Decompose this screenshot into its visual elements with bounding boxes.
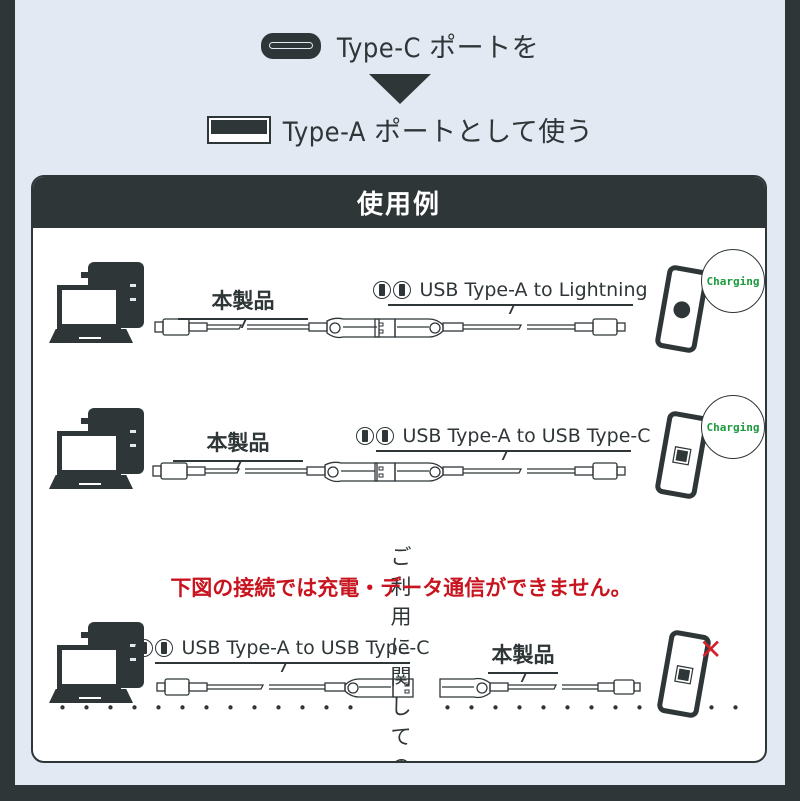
- cable-label-group: USB Type-A to USB Type-C: [135, 637, 430, 664]
- plug-icons: [356, 427, 396, 445]
- usb-a-to-lightning-cable: [373, 315, 633, 341]
- product-label-group: 本製品: [488, 639, 558, 674]
- charging-bubble: Charging: [701, 249, 765, 313]
- usb-a-plug-icon: [356, 427, 375, 445]
- cable-label-group: USB Type-A to Lightning: [373, 279, 648, 306]
- power-sources: [49, 257, 161, 357]
- hero-text-typec: Type-C ポートを: [336, 33, 540, 64]
- laptop-icon: [49, 431, 133, 489]
- callout-pointer: [488, 672, 558, 674]
- card-title: 使用例: [33, 177, 765, 228]
- product-label: 本製品: [206, 431, 270, 455]
- usb-a-to-usb-c-cable: [373, 459, 633, 485]
- charging-bubble: Charging: [701, 395, 765, 459]
- laptop-icon: [49, 285, 133, 343]
- x-mark-icon: ✕: [699, 633, 723, 666]
- notice-title: ご利用に関しての注意点: [390, 545, 412, 761]
- usb-type-c-port-icon: [260, 32, 321, 59]
- android-logo-icon: ▣: [669, 440, 695, 470]
- callout-pointer: [178, 318, 308, 320]
- down-triangle-icon: [369, 74, 431, 104]
- product-cable-typec-to-a-female: [151, 459, 381, 485]
- cable-label: USB Type-A to Lightning: [373, 279, 648, 301]
- power-sources: [49, 403, 161, 503]
- usb-c-to-usb-a-cable: [155, 675, 415, 701]
- product-cable-typec-to-a-female: [153, 315, 383, 341]
- product-label-group: 本製品: [173, 427, 303, 462]
- laptop-icon: [49, 645, 133, 703]
- usb-a-plug-icon: [135, 639, 154, 657]
- apple-logo-icon: ●: [670, 295, 694, 323]
- usb-type-a-port-icon: [206, 115, 271, 144]
- cable-label: USB Type-A to USB Type-C: [356, 425, 651, 447]
- android-logo-icon: ▣: [671, 659, 697, 689]
- bad-example-row: USB Type-A to USB Type-C 本製品: [33, 617, 765, 727]
- usb-c-plug-icon: [155, 639, 174, 657]
- hero-line-typea: Type-A ポートとして使う: [0, 110, 800, 149]
- usage-example-card: 使用例 本製品: [31, 175, 767, 763]
- usb-c-plug-icon: [376, 427, 395, 445]
- cable-label-group: USB Type-A to USB Type-C: [356, 425, 651, 452]
- plug-icons: [135, 639, 175, 657]
- callout-pointer: [376, 450, 631, 452]
- usb-a-plug-icon: [373, 281, 392, 299]
- plug-icons: [373, 281, 413, 299]
- power-sources: [49, 617, 161, 717]
- callout-pointer: [173, 460, 303, 462]
- example-row-typec: 本製品 USB Type-A to USB Type-C: [33, 395, 765, 513]
- lightning-plug-icon: [393, 281, 412, 299]
- notice-warning: 下図の接続では充電・データ通信ができません。: [170, 576, 632, 600]
- cable-label: USB Type-A to USB Type-C: [135, 637, 430, 659]
- hero-line-typec: Type-C ポートを: [0, 26, 800, 65]
- callout-pointer: [155, 662, 410, 664]
- callout-pointer: [388, 304, 633, 306]
- product-label: 本製品: [491, 643, 555, 667]
- product-cable-a-female-to-typec: [438, 675, 648, 701]
- example-row-lightning: 本製品 USB Type-A to Lightning: [33, 249, 765, 367]
- product-label: 本製品: [211, 289, 275, 313]
- product-label-group: 本製品: [178, 285, 308, 320]
- hero-text-typea: Type-A ポートとして使う: [282, 117, 594, 148]
